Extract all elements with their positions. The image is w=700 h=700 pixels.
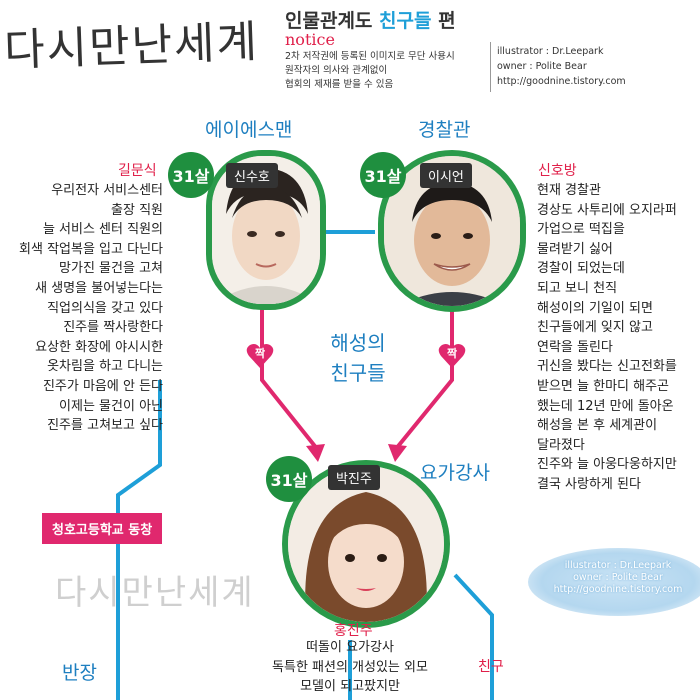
- notice-title: notice: [285, 30, 335, 49]
- desc-line: 가업으로 떡집을: [537, 222, 625, 238]
- desc-line: 귀신을 봤다는 신고전화를: [537, 359, 677, 375]
- school-line-left: [116, 380, 162, 700]
- heart-icon: [246, 344, 274, 368]
- face-illustration: [288, 466, 444, 622]
- desc-line: 되고 보니 천직: [537, 280, 618, 296]
- age-badge-lee: 31살: [360, 152, 406, 198]
- stamp-line: illustrator : Dr.Leepark: [564, 560, 672, 571]
- group-label-asman: 에이에스맨: [205, 119, 293, 141]
- heading-highlight: 친구들: [379, 10, 432, 32]
- page-heading: 인물관계도 친구들 편: [285, 6, 456, 33]
- desc-line: 이제는 물건이 아닌: [59, 398, 163, 414]
- heading-suffix: 편: [431, 10, 456, 32]
- header-divider: [490, 42, 491, 92]
- role-name-shinsuho: 길문식: [118, 163, 157, 179]
- crush-label-left: 짝: [254, 347, 266, 360]
- desc-line: 진주와 늘 아웅다웅하지만: [537, 457, 677, 473]
- group-label-police: 경찰관: [418, 119, 471, 141]
- desc-line: 늘 서비스 센터 직원의: [42, 222, 163, 238]
- crush-arrowhead-right: [388, 444, 407, 462]
- desc-line: 새 생명을 불어넣는다는: [35, 280, 163, 296]
- notice-text: 2차 저작권에 등록된 이미지로 무단 사용시 원작자의 의사와 관계없이 협회…: [285, 50, 485, 92]
- title-watermark: 다시만난세계: [55, 573, 255, 613]
- desc-line: 떠돌이 요가강사: [306, 640, 394, 655]
- desc-line: 경찰이 되었는데: [537, 261, 625, 277]
- desc-jinju: 떠돌이 요가강사 독특한 패션의 개성있는 외모 모델이 되고팠지만: [250, 638, 450, 697]
- desc-line: 해성을 본 후 세계관이: [537, 418, 658, 434]
- desc-line: 모델이 되고팠지만: [300, 679, 400, 695]
- desc-line: 받으면 늘 한마디 해주곤: [537, 378, 669, 394]
- heading-prefix: 인물관계도: [285, 10, 380, 32]
- label-line: 해성의: [330, 331, 386, 355]
- friend-line-right: [453, 573, 494, 700]
- credit-url[interactable]: http://goodnine.tistory.com: [497, 76, 626, 87]
- desc-line: 경상도 사투리에 오지라퍼: [537, 202, 677, 218]
- crush-label-right: 짝: [446, 347, 458, 360]
- desc-line: 옷차림을 하고 다니는: [47, 359, 163, 375]
- age-badge-shinsuho: 31살: [168, 152, 214, 198]
- desc-line: 진주를 고쳐보고 싶다: [47, 418, 163, 434]
- drama-title: 다시만난세계: [3, 16, 260, 77]
- notice-line: 원작자의 의사와 관계없이: [285, 65, 388, 76]
- haesung-friends-label: 해성의 친구들: [325, 328, 391, 388]
- credit-illustrator: illustrator : Dr.Leepark: [497, 46, 604, 57]
- school-badge: 청호고등학교 동창: [42, 513, 163, 544]
- friend-label: 친구: [478, 659, 504, 675]
- desc-line: 독특한 패션의 개성있는 외모: [272, 659, 428, 675]
- desc-line: 물려받기 싫어: [537, 241, 613, 257]
- desc-shinsuho: 우리전자 서비스센터 출장 직원 늘 서비스 센터 직원의 회색 작업복을 입고…: [19, 181, 163, 436]
- desc-line: 우리전자 서비스센터: [51, 183, 163, 198]
- desc-lee: 현재 경찰관 경상도 사투리에 오지라퍼 가업으로 떡집을 물려받기 싫어 경찰…: [537, 181, 677, 495]
- desc-line: 친구들에게 잊지 않고: [537, 320, 653, 336]
- credit-owner: owner : Polite Bear: [497, 61, 587, 72]
- desc-line: 회색 작업복을 입고 다닌다: [19, 241, 163, 257]
- stamp-line: owner : Polite Bear: [573, 572, 663, 583]
- label-line: 친구들: [330, 361, 386, 385]
- role-name-lee: 신호방: [538, 163, 577, 179]
- name-tag-lee: 이시언: [420, 163, 472, 188]
- desc-line: 망가진 물건을 고쳐: [59, 261, 163, 277]
- group-label-yoga: 요가강사: [420, 462, 490, 484]
- desc-line: 진주가 마음에 안 든다: [42, 378, 163, 394]
- heart-icon: [438, 344, 466, 368]
- class-president-label: 반장: [62, 662, 97, 684]
- desc-line: 해성이의 기일이 되면: [537, 300, 653, 316]
- stamp-line: http://goodnine.tistory.com: [553, 584, 683, 595]
- desc-line: 현재 경찰관: [537, 183, 601, 198]
- desc-line: 직업의식을 갖고 있다: [47, 300, 163, 316]
- crush-line-right: [393, 308, 454, 452]
- role-name-jinju: 홍진주: [334, 623, 373, 639]
- name-tag-shinsuho: 신수호: [226, 163, 278, 188]
- desc-line: 연락을 돌린다: [537, 339, 613, 355]
- desc-line: 달라졌다: [537, 437, 585, 453]
- notice-line: 2차 저작권에 등록된 이미지로 무단 사용시: [285, 51, 455, 62]
- age-badge-jinju: 31살: [266, 456, 312, 502]
- credits: illustrator : Dr.Leepark owner : Polite …: [497, 44, 626, 89]
- desc-line: 출장 직원: [111, 202, 163, 218]
- desc-line: 요상한 화장에 야시시한: [35, 339, 163, 355]
- desc-line: 진주를 짝사랑한다: [63, 320, 163, 336]
- notice-line: 협회의 제재를 받을 수 있음: [285, 79, 394, 90]
- crush-arrowhead-left: [306, 444, 325, 462]
- desc-line: 했는데 12년 만에 돌아온: [537, 398, 674, 414]
- crush-line-left: [260, 308, 320, 452]
- name-tag-jinju: 박진주: [328, 465, 380, 490]
- credit-stamp: illustrator : Dr.Leepark owner : Polite …: [528, 548, 700, 616]
- desc-line: 결국 사랑하게 된다: [537, 476, 641, 492]
